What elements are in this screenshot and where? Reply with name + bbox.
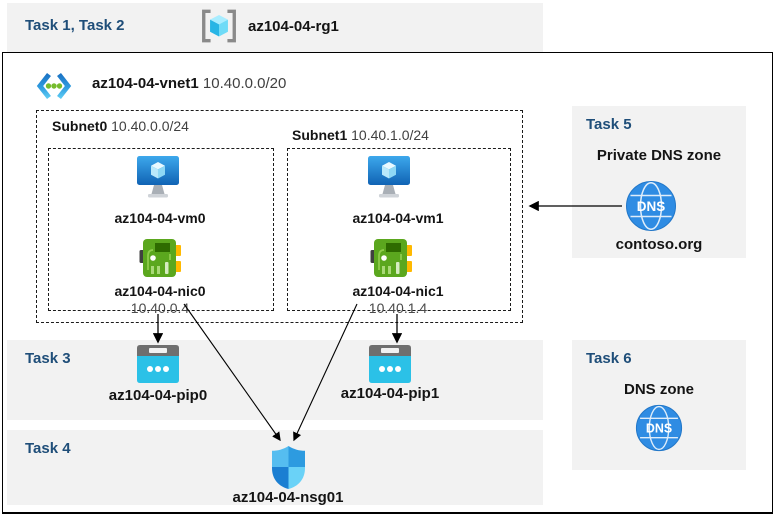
subnet1-title: Subnet1 10.40.1.0/24 bbox=[292, 127, 429, 143]
nic1-ip: 10.40.1.4 bbox=[368, 300, 428, 316]
private-dns-zone-name: contoso.org bbox=[615, 236, 703, 253]
resource-group-icon bbox=[202, 9, 236, 43]
pip1-label: az104-04-pip1 bbox=[340, 385, 440, 402]
pip1-icon bbox=[369, 345, 411, 383]
pip0-icon bbox=[137, 345, 179, 383]
private-dns-icon-text: DNS bbox=[637, 199, 666, 214]
subnet1-cidr: 10.40.1.0/24 bbox=[351, 127, 429, 143]
nic1-label: az104-04-nic1 bbox=[352, 283, 444, 299]
nic1-icon bbox=[370, 239, 412, 277]
private-dns-zone-title: Private DNS zone bbox=[596, 147, 722, 164]
subnet0-title: Subnet0 10.40.0.0/24 bbox=[52, 118, 189, 134]
subnet1-name: Subnet1 bbox=[292, 127, 348, 143]
nic0-icon bbox=[139, 239, 181, 277]
subnet0-name: Subnet0 bbox=[52, 118, 108, 134]
vm1-icon bbox=[368, 156, 410, 198]
subnet0-cidr: 10.40.0.0/24 bbox=[111, 118, 189, 134]
vm1-label: az104-04-vm1 bbox=[352, 210, 444, 226]
subnet0-box bbox=[48, 148, 274, 311]
nsg-label: az104-04-nsg01 bbox=[232, 489, 344, 506]
task5-box: Task 5 bbox=[572, 106, 746, 258]
nsg-shield-icon bbox=[272, 446, 305, 489]
task5-label: Task 5 bbox=[586, 116, 632, 133]
dns-zone-title: DNS zone bbox=[623, 381, 694, 398]
subnet1-box bbox=[287, 148, 511, 311]
vm0-icon bbox=[137, 156, 179, 198]
private-dns-icon: DNS bbox=[626, 181, 676, 231]
task4-label: Task 4 bbox=[25, 440, 71, 457]
task1-2-band: Task 1, Task 2 bbox=[7, 3, 543, 52]
vnet-name: az104-04-vnet1 bbox=[92, 75, 199, 92]
vnet-title: az104-04-vnet1 10.40.0.0/20 bbox=[92, 75, 286, 92]
dns-zone-icon: DNS bbox=[635, 404, 683, 452]
nic0-label: az104-04-nic0 bbox=[114, 283, 206, 299]
task6-label: Task 6 bbox=[586, 350, 632, 367]
task3-band: Task 3 bbox=[7, 340, 543, 420]
virtual-network-icon bbox=[36, 72, 72, 100]
vm0-label: az104-04-vm0 bbox=[114, 210, 206, 226]
task1-2-label: Task 1, Task 2 bbox=[25, 17, 125, 34]
dns-zone-icon-text: DNS bbox=[646, 422, 672, 436]
resource-group-label: az104-04-rg1 bbox=[248, 18, 339, 35]
pip0-label: az104-04-pip0 bbox=[108, 387, 208, 404]
task3-label: Task 3 bbox=[25, 350, 71, 367]
diagram-frame bbox=[2, 52, 773, 514]
vnet-cidr: 10.40.0.0/20 bbox=[202, 75, 287, 92]
nic0-ip: 10.40.0.4 bbox=[130, 300, 190, 316]
